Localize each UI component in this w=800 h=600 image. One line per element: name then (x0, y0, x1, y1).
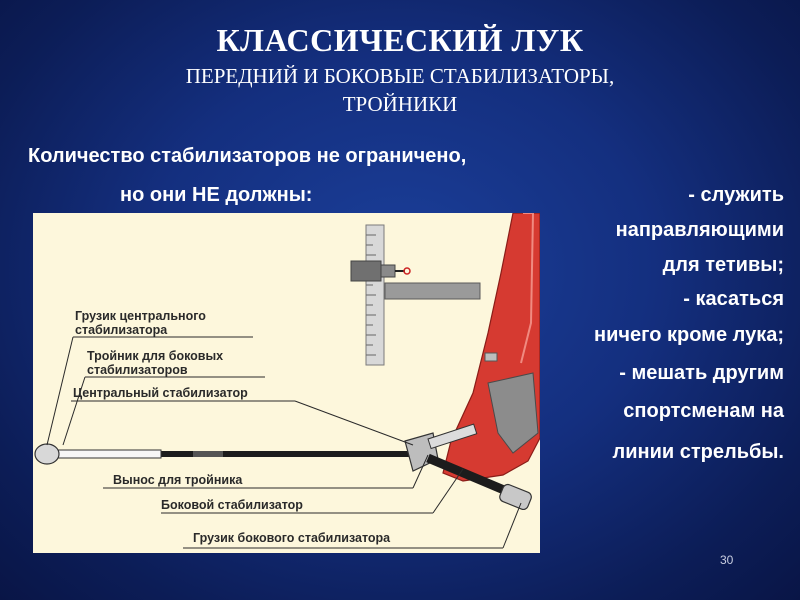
central-stabilizer-rod (51, 451, 421, 457)
intro-text-line1: Количество стабилизаторов не ограничено, (28, 145, 467, 167)
side-stabilizer-rod (426, 453, 513, 498)
rule-line-2: направляющими (615, 219, 784, 241)
label-side-weight: Грузик бокового стабилизатора (193, 531, 391, 545)
label-tee-1: Тройник для боковых (87, 349, 224, 363)
sight-pin (403, 267, 411, 275)
bow-stabilizer-illustration: Грузик центрального стабилизатора Тройни… (33, 213, 540, 553)
label-extension: Вынос для тройника (113, 473, 243, 487)
rule-line-8: линии стрельбы. (612, 441, 784, 463)
central-weight (34, 443, 60, 465)
label-central-stabilizer: Центральный стабилизатор (73, 386, 248, 400)
sight-bar (384, 282, 481, 300)
rule-line-6: - мешать другим (619, 362, 784, 384)
rule-line-5: ничего кроме лука; (594, 324, 784, 346)
side-weight (499, 483, 532, 511)
sight-block (350, 260, 382, 282)
slide-subtitle-line2: ТРОЙНИКИ (342, 92, 458, 116)
intro-text-line2: но они НЕ должны: (120, 184, 313, 206)
sight-scale-ticks (366, 234, 376, 356)
slide-subtitle-line1: ПЕРЕДНИЙ И БОКОВЫЕ СТАБИЛИЗАТОРЫ, (185, 64, 615, 88)
rule-line-4: - касаться (683, 288, 784, 310)
slide-title: КЛАССИЧЕСКИЙ ЛУК (216, 22, 584, 58)
label-tee-2: стабилизаторов (87, 363, 188, 377)
label-central-weight-1: Грузик центрального (75, 309, 206, 323)
label-central-weight-2: стабилизатора (75, 323, 168, 337)
slide-number: 30 (720, 553, 734, 567)
bow-grip (487, 372, 539, 454)
bow-drawing (34, 213, 540, 549)
rule-line-7: спортсменам на (623, 400, 784, 422)
rule-line-3: для тетивы; (662, 254, 784, 276)
rule-line-1: - служить (688, 184, 784, 206)
label-side-stabilizer: Боковой стабилизатор (161, 498, 303, 512)
leader-lines (46, 336, 522, 549)
